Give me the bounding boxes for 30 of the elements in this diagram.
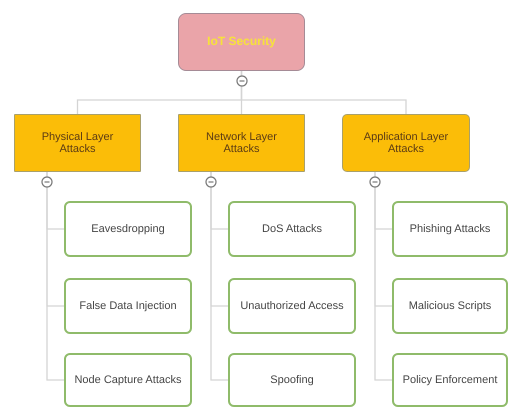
- attack-box: [64, 278, 192, 334]
- attack-box: [392, 201, 508, 257]
- attack-box: [64, 353, 192, 407]
- attack-box: [228, 278, 356, 334]
- attack-box: [392, 278, 508, 334]
- node-label: Policy Enforcement: [402, 374, 498, 386]
- attack-box: [64, 201, 192, 257]
- root-box: [178, 13, 305, 71]
- node-label: Node Capture Attacks: [74, 374, 182, 386]
- node-label: Network Layer Attacks: [205, 130, 278, 156]
- node-label: Phishing Attacks: [410, 222, 490, 236]
- node-label: False Data Injection: [79, 300, 177, 312]
- connector-line: [46, 172, 64, 381]
- connector-line: [210, 172, 228, 381]
- node-label: IoT Security: [207, 35, 276, 49]
- node-label: Eavesdropping: [91, 222, 165, 236]
- node-label: Malicious Scripts: [408, 300, 492, 312]
- connector-line: [240, 71, 407, 114]
- node-label: Unauthorized Access: [240, 300, 344, 312]
- category-box: [14, 114, 141, 172]
- category-box: [342, 114, 470, 172]
- node-label: Spoofing: [270, 374, 314, 386]
- category-box: [178, 114, 305, 172]
- connector-line: [374, 172, 392, 381]
- node-label: DoS Attacks: [262, 222, 322, 236]
- attack-box: [392, 353, 508, 407]
- attack-box: [228, 201, 356, 257]
- node-label: Application Layer Attacks: [362, 130, 450, 156]
- node-label: Physical Layer Attacks: [40, 130, 114, 156]
- attack-box: [228, 353, 356, 407]
